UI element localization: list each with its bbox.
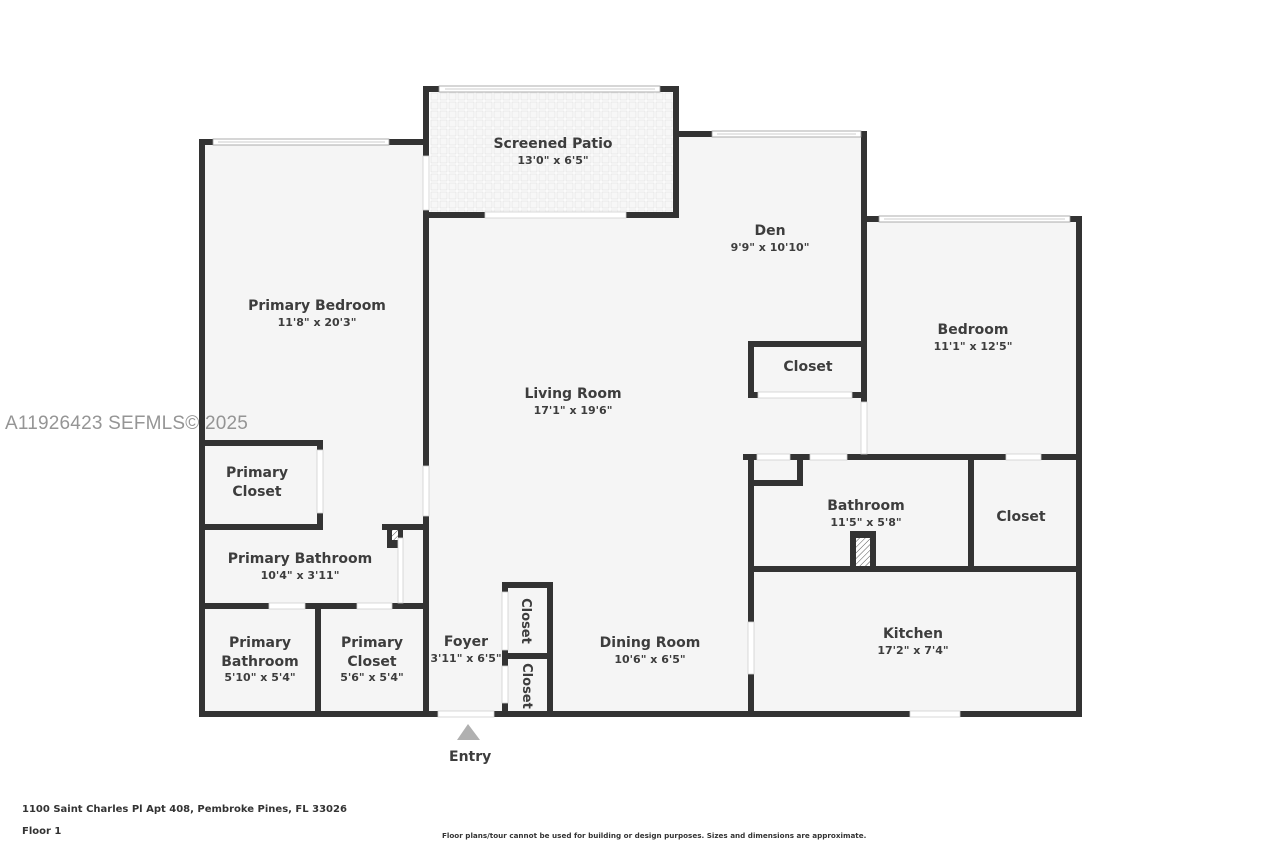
entry-door[interactable]	[437, 710, 495, 718]
room-bathroom: Bathroom 11'5" x 5'8"	[827, 498, 905, 529]
room-primary-closet-2: Primary Closet 5'6" x 5'4"	[340, 635, 404, 684]
mls-watermark: A11926423 SEFMLS© 2025	[5, 413, 249, 434]
room-den: Den 9'9" x 10'10"	[731, 223, 810, 254]
room-closet-foyer-2: Closet	[519, 663, 534, 709]
room-dims: 17'1" x 19'6"	[534, 404, 613, 417]
room-living-room: Living Room 17'1" x 19'6"	[524, 386, 621, 417]
room-dims: 9'9" x 10'10"	[731, 241, 810, 254]
room-primary-bathroom-1: Primary Bathroom 10'4" x 3'11"	[228, 551, 372, 582]
room-name-line-1: Primary	[226, 465, 288, 481]
room-dining-room: Dining Room 10'6" x 6'5"	[600, 635, 701, 666]
room-screened-patio: Screened Patio 13'0" x 6'5"	[493, 136, 612, 167]
room-name: Closet	[783, 359, 833, 375]
floor-label: Floor 1	[22, 826, 62, 837]
room-name: Screened Patio	[493, 136, 612, 152]
room-dims: 11'5" x 5'8"	[830, 516, 901, 529]
room-primary-bedroom: Primary Bedroom 11'8" x 20'3"	[248, 298, 386, 329]
room-primary-closet-1: Primary Closet	[226, 465, 288, 500]
room-name: Den	[754, 223, 785, 239]
room-foyer: Foyer 3'11" x 6'5"	[430, 634, 501, 665]
room-dims: 13'0" x 6'5"	[517, 154, 588, 167]
room-dims: 17'2" x 7'4"	[877, 644, 948, 657]
room-bedroom: Bedroom 11'1" x 12'5"	[934, 322, 1013, 353]
room-name: Living Room	[524, 386, 621, 402]
room-name: Primary Bathroom	[228, 551, 372, 567]
walls	[199, 86, 1082, 717]
patio-tile-floor	[430, 92, 675, 213]
room-name: Foyer	[444, 634, 488, 650]
room-closet-bedroom: Closet	[996, 509, 1046, 525]
room-closet-den: Closet	[783, 359, 833, 375]
floor-fills	[205, 92, 1076, 713]
room-dims: 5'10" x 5'4"	[224, 671, 295, 684]
room-name: Primary Bedroom	[248, 298, 386, 314]
room-name: Closet	[996, 509, 1046, 525]
entry-label: Entry	[449, 749, 492, 765]
room-name-line-1: Primary	[229, 635, 291, 651]
room-name-line-2: Closet	[347, 654, 397, 670]
room-name-line-2: Bathroom	[221, 654, 299, 670]
bath-duct-hatch	[856, 538, 870, 566]
room-dims: 11'8" x 20'3"	[278, 316, 357, 329]
entry-arrow-icon	[457, 724, 480, 740]
primary-bath-duct-hatch	[392, 530, 398, 540]
room-dims: 5'6" x 5'4"	[340, 671, 404, 684]
room-dims: 10'4" x 3'11"	[261, 569, 340, 582]
doorways	[268, 155, 1042, 718]
property-address: 1100 Saint Charles Pl Apt 408, Pembroke …	[22, 804, 347, 815]
room-name: Closet	[518, 598, 533, 644]
room-primary-bathroom-2: Primary Bathroom 5'10" x 5'4"	[221, 635, 299, 684]
windows	[212, 85, 1071, 223]
room-name: Dining Room	[600, 635, 701, 651]
room-kitchen: Kitchen 17'2" x 7'4"	[877, 626, 948, 657]
room-dims: 11'1" x 12'5"	[934, 340, 1013, 353]
room-name: Bedroom	[938, 322, 1009, 338]
room-name: Kitchen	[883, 626, 943, 642]
room-name-line-1: Primary	[341, 635, 403, 651]
room-dims: 3'11" x 6'5"	[430, 652, 501, 665]
room-closet-foyer-1: Closet	[518, 598, 533, 644]
room-dims: 10'6" x 6'5"	[614, 653, 685, 666]
disclaimer: Floor plans/tour cannot be used for buil…	[442, 831, 867, 840]
room-name-line-2: Closet	[232, 484, 282, 500]
room-name: Bathroom	[827, 498, 905, 514]
room-name: Closet	[519, 663, 534, 709]
